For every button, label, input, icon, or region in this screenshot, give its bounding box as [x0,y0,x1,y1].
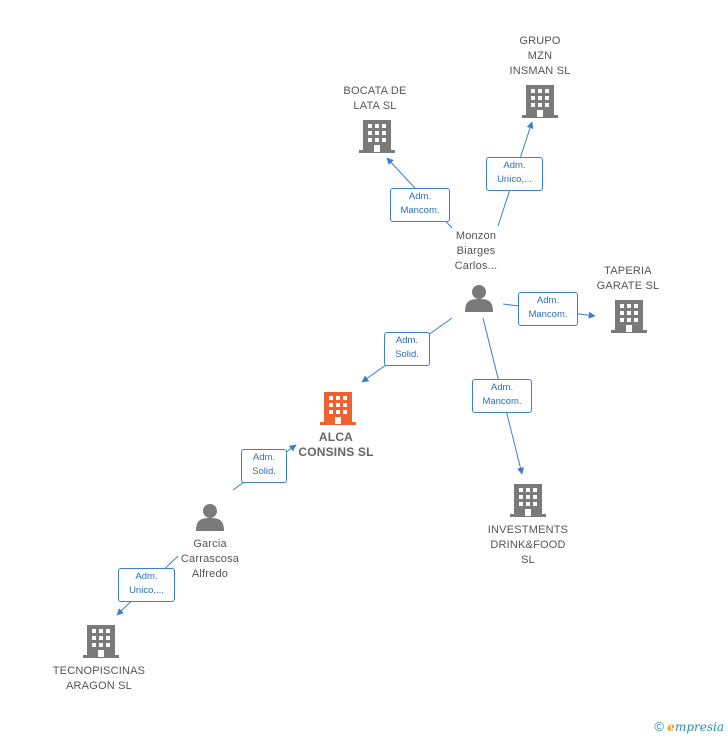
brand-logo-text: mpresia [674,720,724,734]
person-icon-garcia[interactable] [196,504,224,531]
brand-watermark: © empresia [654,719,724,734]
node-label-alca[interactable]: ALCA CONSINS SL [298,430,374,459]
copyright-icon: © [654,719,664,734]
edge-label-garcia-tecno[interactable]: Adm. Unico,... [118,568,175,602]
edge-label-monzon-alca[interactable]: Adm. Solid. [384,332,430,366]
node-label-bocata[interactable]: BOCATA DE LATA SL [343,85,407,112]
edge-label-monzon-investments[interactable]: Adm. Mancom. [472,379,532,413]
edge-label-monzon-bocata[interactable]: Adm. Mancom. [390,188,450,222]
edge-label-garcia-alca[interactable]: Adm. Solid. [241,449,287,483]
building-icon-taperia[interactable] [611,300,647,333]
building-icon-investments[interactable] [510,484,546,517]
edge-label-monzon-taperia[interactable]: Adm. Mancom. [518,292,578,326]
node-label-investments[interactable]: INVESTMENTS DRINK&FOOD SL [487,524,569,566]
node-label-grupo[interactable]: GRUPO MZN INSMAN SL [509,35,571,77]
node-label-taperia[interactable]: TAPERIA GARATE SL [596,265,660,292]
edge-label-monzon-grupo[interactable]: Adm. Unico,... [486,157,543,191]
building-icon-alca[interactable] [320,392,356,425]
building-icon-grupo[interactable] [522,85,558,118]
building-icon-tecno[interactable] [83,625,119,658]
node-label-tecno[interactable]: TECNOPISCINAS ARAGON SL [52,665,146,692]
brand-logo-initial: e [667,720,675,734]
node-label-garcia[interactable]: Garcia Carrascosa Alfredo [180,538,240,580]
node-label-monzon[interactable]: Monzon Biarges Carlos... [454,230,498,272]
person-icon-monzon[interactable] [465,285,493,312]
building-icon-bocata[interactable] [359,120,395,153]
